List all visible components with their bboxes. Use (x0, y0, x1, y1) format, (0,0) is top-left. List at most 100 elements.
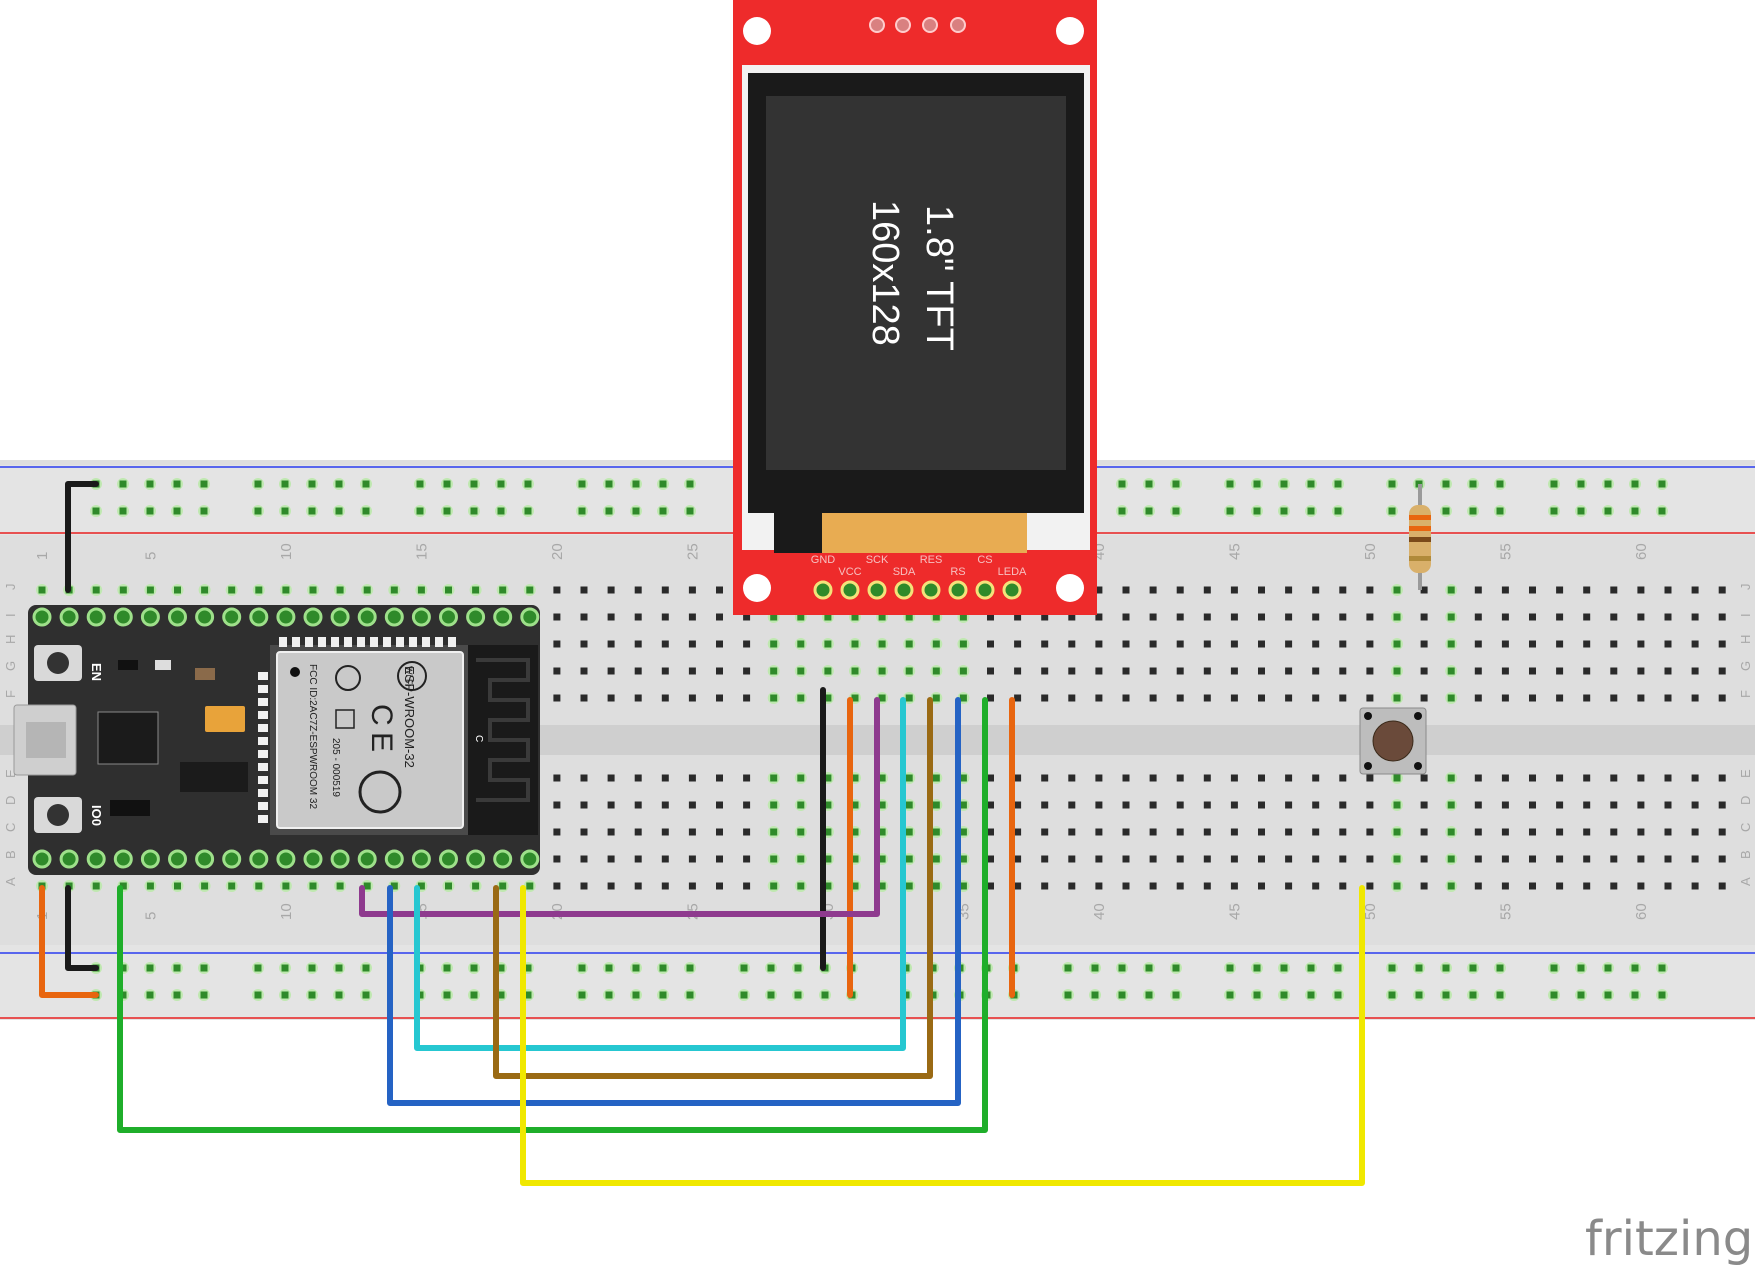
breadboard-hole (1312, 640, 1320, 648)
rail-hole (1388, 507, 1396, 515)
breadboard-hole (1122, 882, 1130, 890)
breadboard-hole (1393, 694, 1401, 702)
castellation (318, 637, 326, 647)
rail-hole (254, 507, 262, 515)
breadboard-hole (1041, 613, 1049, 621)
esp32-board: EN IO0 ESP-WROOM-32 FCC ID:2AC7Z-ESPWROO… (13, 605, 540, 875)
tft-pin (921, 580, 941, 600)
esp32-pin (276, 849, 296, 869)
breadboard-hole (1664, 640, 1672, 648)
breadboard-hole (1718, 828, 1726, 836)
rail-hole (254, 991, 262, 999)
breadboard-hole (1366, 801, 1374, 809)
rail-hole (1658, 507, 1666, 515)
rail-hole (470, 964, 478, 972)
breadboard-hole (1664, 694, 1672, 702)
breadboard-hole (1420, 828, 1428, 836)
breadboard-hole (905, 613, 913, 621)
breadboard-hole (553, 613, 561, 621)
tft-pin (894, 580, 914, 600)
breadboard-hole (634, 667, 642, 675)
breadboard-hole (797, 774, 805, 782)
breadboard-hole (1583, 855, 1591, 863)
breadboard-hole (1149, 855, 1157, 863)
breadboard-hole (1014, 882, 1022, 890)
rail-hole (1253, 964, 1261, 972)
breadboard-hole (1068, 694, 1076, 702)
breadboard-hole (1583, 640, 1591, 648)
breadboard-hole (770, 882, 778, 890)
breadboard-hole (1258, 882, 1265, 890)
breadboard-hole (797, 828, 805, 836)
push-button[interactable] (1359, 707, 1427, 775)
breadboard-hole (1122, 586, 1130, 594)
breadboard-hole (1691, 828, 1699, 836)
esp32-pin (113, 607, 133, 627)
breadboard-hole (824, 801, 832, 809)
breadboard-hole (445, 882, 452, 890)
breadboard-hole (1718, 586, 1726, 594)
esp32-pin (59, 849, 79, 869)
row-letter: H (3, 635, 18, 644)
breadboard-hole (1041, 774, 1049, 782)
rail-hole (578, 480, 586, 488)
breadboard-hole (770, 855, 778, 863)
breadboard-hole (1501, 801, 1509, 809)
breadboard-hole (1393, 828, 1401, 836)
rail-hole (605, 507, 613, 515)
breadboard-hole (1258, 694, 1265, 702)
push-button-cap[interactable] (1372, 720, 1414, 762)
breadboard-hole (1285, 640, 1293, 648)
row-letter: G (3, 661, 18, 671)
breadboard-hole (797, 667, 805, 675)
breadboard-hole (851, 694, 859, 702)
breadboard-hole (1176, 640, 1184, 648)
smd-component-2 (155, 660, 171, 670)
breadboard-hole (1529, 828, 1536, 836)
tft-pin (813, 580, 833, 600)
breadboard-hole (743, 828, 751, 836)
rail-hole (605, 991, 613, 999)
rail-hole (794, 964, 802, 972)
breadboard-hole (1664, 586, 1672, 594)
rail-hole (1577, 964, 1585, 972)
breadboard-hole (688, 774, 696, 782)
rail-hole (578, 507, 586, 515)
breadboard-hole (824, 667, 832, 675)
breadboard-hole (851, 801, 859, 809)
breadboard-hole (1529, 586, 1536, 594)
esp32-pin (520, 607, 540, 627)
breadboard-hole (1230, 667, 1238, 675)
breadboard-hole (1068, 855, 1076, 863)
castellation (258, 737, 268, 745)
breadboard-hole (1420, 855, 1428, 863)
esp32-cert-label: 205 - 000519 (330, 738, 341, 797)
breadboard-hole (1122, 828, 1130, 836)
breadboard-hole (1474, 613, 1482, 621)
rail-hole (443, 991, 451, 999)
rail-hole (146, 964, 154, 972)
breadboard-hole (1366, 828, 1374, 836)
esp32-pin (357, 607, 377, 627)
breadboard-hole (1691, 613, 1699, 621)
breadboard-hole (1014, 640, 1022, 648)
push-button-corner-3 (1364, 762, 1372, 770)
breadboard-hole (1339, 855, 1347, 863)
rail-hole (659, 991, 667, 999)
breadboard-hole (1285, 801, 1293, 809)
rail-hole (659, 964, 667, 972)
breadboard-hole (1447, 586, 1455, 594)
breadboard-hole (1122, 640, 1130, 648)
wire-yellow (520, 885, 1365, 1186)
breadboard-hole (824, 694, 832, 702)
breadboard-hole (905, 801, 913, 809)
breadboard-hole (1312, 801, 1320, 809)
en-button-cap[interactable] (47, 652, 69, 674)
io0-button-cap[interactable] (47, 804, 69, 826)
rail-hole (1280, 480, 1288, 488)
breadboard-hole (770, 667, 778, 675)
breadboard-hole (1501, 855, 1509, 863)
breadboard-hole (1583, 586, 1591, 594)
